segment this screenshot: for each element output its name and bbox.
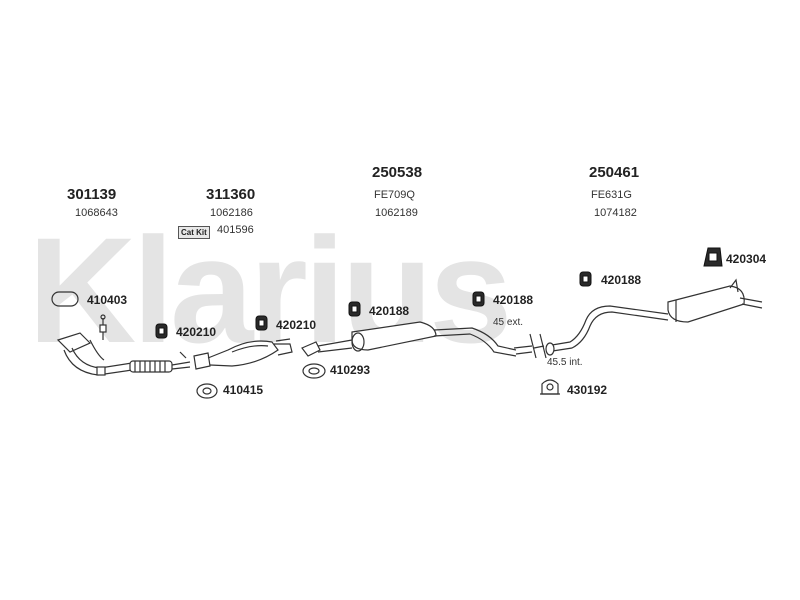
part-number-301139[interactable]: 301139	[67, 186, 117, 203]
cat-kit-badge: Cat Kit	[178, 226, 210, 239]
note-int-length: 45.5 int.	[547, 357, 583, 368]
mount-420210-a-drawing	[155, 323, 168, 339]
cat-kit-ref-401596[interactable]: 401596	[217, 224, 254, 236]
gasket-410293-drawing	[302, 363, 326, 379]
ref-number-1062186: 1062186	[210, 207, 253, 219]
fitting-label-420188-c[interactable]: 420188	[601, 273, 642, 287]
fitting-label-420188-a[interactable]: 420188	[369, 304, 410, 318]
fitting-label-420210-b[interactable]: 420210	[276, 318, 317, 332]
code-FE631G: FE631G	[591, 189, 632, 201]
mount-420188-b-drawing	[472, 291, 485, 307]
fitting-label-430192[interactable]: 430192	[567, 383, 608, 397]
gasket-410403-drawing	[51, 291, 79, 307]
ref-number-1068643: 1068643	[75, 207, 118, 219]
fitting-label-420304[interactable]: 420304	[726, 252, 767, 266]
fitting-label-420210-a[interactable]: 420210	[176, 325, 217, 339]
mount-420188-a-drawing	[348, 301, 361, 317]
gasket-410415-drawing	[196, 383, 218, 399]
code-FE709Q: FE709Q	[374, 189, 415, 201]
note-ext-length: 45 ext.	[493, 317, 524, 328]
joint-marks-drawing	[513, 333, 547, 359]
clamp-430192-drawing	[540, 379, 560, 395]
part-number-250538[interactable]: 250538	[372, 164, 423, 181]
mount-420304-drawing	[703, 247, 723, 267]
front-pipe-drawing	[56, 314, 191, 376]
fitting-label-410403[interactable]: 410403	[87, 293, 128, 307]
fitting-label-410415[interactable]: 410415	[223, 383, 264, 397]
middle-silencer-drawing	[301, 321, 517, 357]
rear-silencer-drawing	[545, 278, 763, 356]
fitting-label-420188-b[interactable]: 420188	[493, 293, 534, 307]
ref-number-1074182: 1074182	[594, 207, 637, 219]
ref-number-1062189: 1062189	[375, 207, 418, 219]
mount-420210-b-drawing	[255, 315, 268, 331]
part-number-250461[interactable]: 250461	[589, 164, 640, 181]
catalyst-drawing	[193, 338, 293, 370]
fitting-label-410293[interactable]: 410293	[330, 363, 371, 377]
mount-420188-c-drawing	[579, 271, 592, 287]
brand-watermark: Klarius	[28, 206, 513, 374]
part-number-311360[interactable]: 311360	[206, 186, 256, 203]
